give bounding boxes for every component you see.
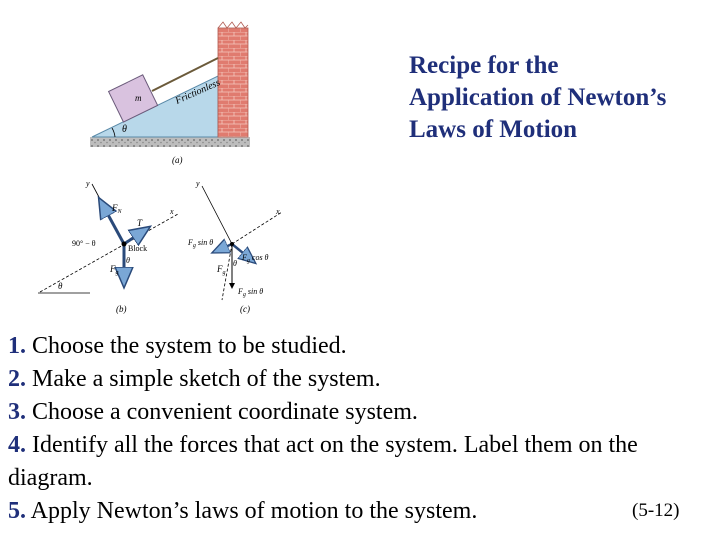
axis-y-b: y — [85, 179, 90, 188]
gsin-label-top: Fg sin θ — [187, 238, 213, 249]
slide-title: Recipe for the Application of Newton’s L… — [409, 50, 709, 146]
block-m — [107, 74, 159, 123]
gravity-label-b: Fg — [109, 264, 119, 276]
title-line-1: Recipe for the — [409, 52, 559, 79]
step-number: 1. — [8, 333, 26, 359]
step-text: Make a simple sketch of the system. — [26, 366, 381, 392]
free-body-diagram-c: y x Fg sin θ Fg cos θ θ Fg Fg sin θ (c) — [187, 179, 283, 314]
tension-label: T — [137, 218, 143, 228]
step-1: 1. Choose the system to be studied. — [8, 330, 714, 363]
steps-list: 1. Choose the system to be studied. 2. M… — [8, 330, 714, 528]
title-line-3: Laws of Motion — [409, 116, 578, 143]
step-text: Choose the system to be studied. — [26, 333, 347, 359]
axis-x-b: x — [169, 207, 174, 216]
step-text: Identify all the forces that act on the … — [8, 432, 638, 491]
theta-b2: θ — [126, 256, 130, 265]
step-text: Choose a convenient coordinate system. — [26, 399, 418, 425]
incline-diagram-a: m Frictionless θ (a) — [90, 21, 250, 165]
caption-c: (c) — [240, 304, 250, 314]
step-text: Apply Newton’s laws of motion to the sys… — [26, 498, 478, 524]
caption-a: (a) — [172, 155, 183, 165]
step-3: 3. Choose a convenient coordinate system… — [8, 396, 714, 429]
gcos-label: Fg cos θ — [241, 253, 269, 264]
step-number: 2. — [8, 366, 26, 392]
normal-force-label: FN — [111, 203, 123, 215]
step-2: 2. Make a simple sketch of the system. — [8, 363, 714, 396]
title-line-2: Application of Newton’s — [409, 84, 667, 111]
gsin-label-bottom: Fg sin θ — [237, 287, 263, 298]
theta-c: θ — [233, 259, 237, 268]
block-label: m — [135, 93, 142, 103]
step-number: 3. — [8, 399, 26, 425]
caption-b: (b) — [116, 304, 127, 314]
axis-y-c: y — [195, 179, 200, 188]
incline-figure: m Frictionless θ (a) x y θ FN T Block 90… — [38, 21, 283, 314]
ground-strip — [90, 137, 250, 147]
slide-number: (5-12) — [632, 500, 680, 521]
axis-x-c: x — [275, 207, 280, 216]
string — [151, 57, 219, 92]
step-4: 4. Identify all the forces that act on t… — [8, 429, 714, 495]
gravity-label-c: Fg — [216, 264, 226, 276]
free-body-diagram-b: x y θ FN T Block 90° − θ θ Fg (b) — [38, 179, 179, 314]
step-5: 5. Apply Newton’s laws of motion to the … — [8, 495, 714, 528]
theta-a: θ — [122, 124, 127, 135]
theta-b1: θ — [58, 281, 63, 291]
step-number: 4. — [8, 432, 26, 458]
step-number: 5. — [8, 498, 26, 524]
angle-label: 90° − θ — [72, 239, 96, 248]
block-text: Block — [128, 244, 147, 253]
brick-wall — [217, 27, 249, 138]
